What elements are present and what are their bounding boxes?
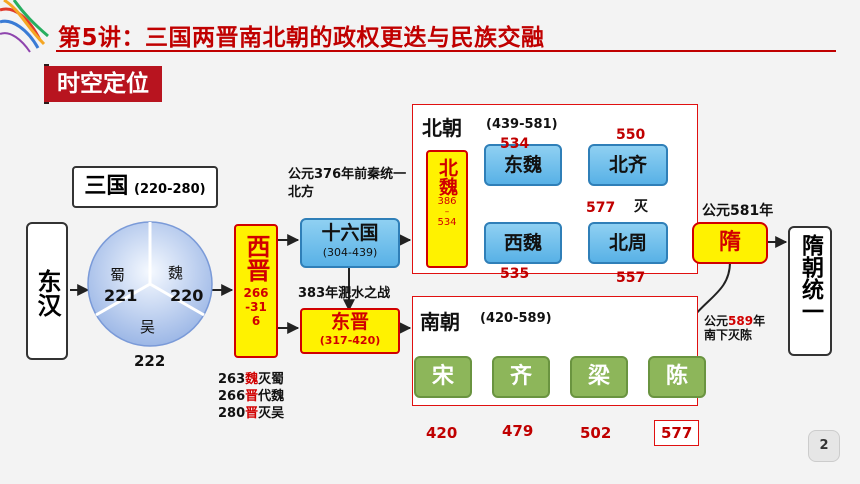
shiliuguo-box: 十六国 (304-439) bbox=[300, 218, 400, 268]
sanguo-label: 三国 bbox=[84, 174, 129, 199]
xiwei-box: 西魏 bbox=[484, 222, 562, 264]
page-number-badge: 2 bbox=[808, 430, 840, 462]
shu-name: 蜀 bbox=[110, 266, 126, 284]
beichao-label: 北朝 bbox=[422, 116, 462, 140]
beizhou-box: 北周 bbox=[588, 222, 668, 264]
year-557: 557 bbox=[616, 270, 646, 286]
sui-589-note2: 南下灭陈 bbox=[704, 328, 753, 342]
year-535: 535 bbox=[500, 266, 530, 282]
dongwei-name: 东魏 bbox=[503, 154, 542, 176]
sanguo-years: (220-280) bbox=[134, 182, 206, 197]
note-line1: 263魏灭蜀 bbox=[218, 372, 285, 387]
beiqi-box: 北齐 bbox=[588, 144, 668, 186]
year-577b: 577 bbox=[654, 420, 700, 446]
dongjin-box: 东晋 (317-420) bbox=[300, 308, 400, 354]
sanguo-label-box: 三国 (220-280) bbox=[72, 166, 218, 208]
sui-note: 公元581年 bbox=[702, 203, 774, 219]
page-title: 第5讲：三国两晋南北朝的政权更迭与民族交融 bbox=[58, 25, 545, 51]
donghan-box: 东汉 bbox=[26, 222, 68, 360]
xijin-box: 西晋 266-316 bbox=[234, 224, 278, 358]
year-577a: 577 bbox=[586, 200, 616, 216]
xijin-years: 266-316 bbox=[243, 286, 269, 328]
shu-year: 221 bbox=[104, 286, 138, 305]
year-534: 534 bbox=[500, 136, 530, 152]
liang-box: 梁 bbox=[570, 356, 628, 398]
shiliuguo-years: (304-439) bbox=[322, 246, 378, 259]
sui-589-note: 公元589年 bbox=[704, 314, 766, 328]
sui-box: 隋 bbox=[692, 222, 768, 264]
page-number: 2 bbox=[819, 438, 829, 453]
ribbon-decoration bbox=[0, 0, 49, 53]
beiwei-start: 386 bbox=[437, 196, 457, 207]
chen-box: 陈 bbox=[648, 356, 706, 398]
dongjin-name: 东晋 bbox=[330, 311, 369, 333]
note-line3: 280晋灭吴 bbox=[218, 406, 285, 421]
dongwei-box: 东魏 bbox=[484, 144, 562, 186]
beiwei-box: 北魏 386 – 534 bbox=[426, 150, 468, 268]
wei-year: 220 bbox=[170, 286, 204, 305]
mie-label: 灭 bbox=[634, 199, 648, 215]
note-line2: 266晋代魏 bbox=[218, 389, 285, 404]
beiqi-name: 北齐 bbox=[608, 154, 647, 176]
wei-name: 魏 bbox=[168, 264, 184, 282]
donghan-label: 东汉 bbox=[33, 269, 61, 317]
beichao-years: (439-581) bbox=[486, 117, 558, 132]
title-underline bbox=[56, 50, 836, 52]
nanchao-label: 南朝 bbox=[420, 310, 460, 334]
xiwei-name: 西魏 bbox=[503, 232, 542, 254]
beiwei-dash: – bbox=[444, 207, 450, 217]
beizhou-name: 北周 bbox=[608, 232, 647, 254]
nanchao-years: (420-589) bbox=[480, 311, 552, 326]
year-420: 420 bbox=[426, 424, 458, 442]
shiliuguo-name: 十六国 bbox=[321, 222, 379, 244]
sui-name: 隋 bbox=[718, 230, 741, 255]
section-heading: 时空定位 bbox=[44, 66, 162, 102]
feishui-note: 383年淝水之战 bbox=[298, 286, 391, 301]
dongjin-years: (317-420) bbox=[319, 334, 381, 347]
wu-name: 吴 bbox=[140, 318, 156, 336]
beiwei-end: 534 bbox=[437, 217, 457, 228]
sui-unify-box: 隋朝统一 bbox=[788, 226, 832, 356]
xijin-name: 西晋 bbox=[242, 234, 270, 282]
beiwei-name: 北魏 bbox=[436, 158, 458, 196]
year-502: 502 bbox=[580, 424, 612, 442]
year-479: 479 bbox=[502, 422, 534, 440]
song-box: 宋 bbox=[414, 356, 472, 398]
wu-year: 222 bbox=[134, 352, 166, 370]
qi-box: 齐 bbox=[492, 356, 550, 398]
qianqin-note: 公元376年前秦统一北方 bbox=[288, 167, 407, 200]
year-550: 550 bbox=[616, 127, 646, 143]
sui-unify-label: 隋朝统一 bbox=[798, 234, 823, 322]
